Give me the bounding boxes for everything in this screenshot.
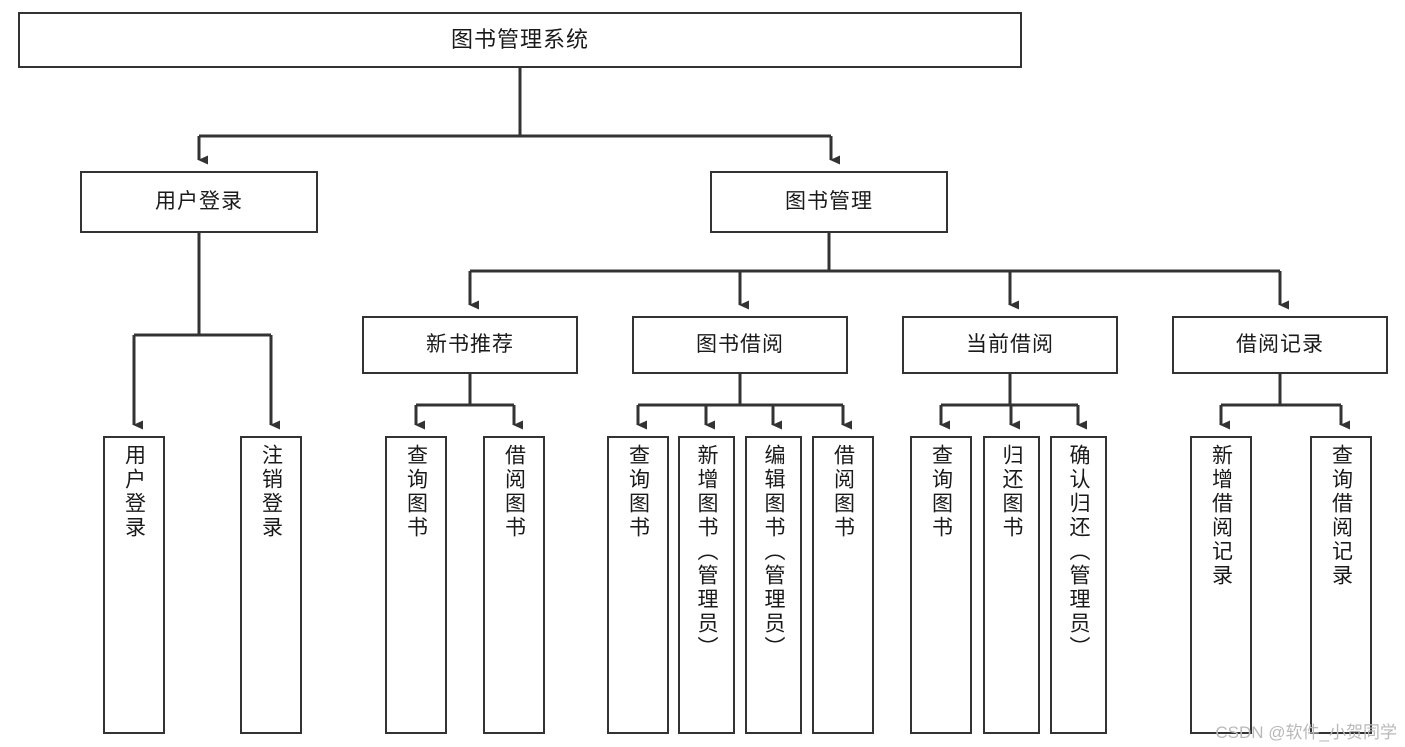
leaf-borrow-book-new-label: 借阅图书 [502,444,526,540]
leaf-add-book-admin[interactable]: 新增图书（管理员） [678,436,735,734]
watermark: CSDN @软件_小贺同学 [1215,723,1397,742]
leaf-query-book-new-label: 查询图书 [404,444,428,540]
leaf-add-borrow-record[interactable]: 新增借阅记录 [1190,436,1252,734]
leaf-query-book-current-label: 查询图书 [929,444,953,540]
leaf-query-book-new[interactable]: 查询图书 [385,436,447,734]
leaf-logout[interactable]: 注销登录 [240,436,302,734]
leaf-edit-book-admin[interactable]: 编辑图书（管理员） [745,436,802,734]
node-new-book-recommend[interactable]: 新书推荐 [362,316,578,374]
leaf-user-login[interactable]: 用户登录 [103,436,165,734]
node-new-book-recommend-label: 新书推荐 [426,332,514,356]
node-book-borrow-label: 图书借阅 [696,332,784,356]
node-current-borrow[interactable]: 当前借阅 [902,316,1118,374]
leaf-user-login-label: 用户登录 [122,444,146,540]
node-borrow-records[interactable]: 借阅记录 [1172,316,1388,374]
leaf-borrow-book-new[interactable]: 借阅图书 [483,436,545,734]
leaf-logout-label: 注销登录 [259,444,283,540]
node-borrow-records-label: 借阅记录 [1236,332,1324,356]
leaf-confirm-return-admin-label: 确认归还（管理员） [1067,444,1090,660]
leaf-query-book-borrow-label: 查询图书 [626,444,650,540]
node-book-borrow[interactable]: 图书借阅 [632,316,848,374]
node-root[interactable]: 图书管理系统 [18,12,1022,68]
node-root-label: 图书管理系统 [450,27,589,53]
node-book-management[interactable]: 图书管理 [710,171,948,233]
node-user-login[interactable]: 用户登录 [80,171,318,233]
leaf-query-book-borrow[interactable]: 查询图书 [607,436,669,734]
leaf-query-borrow-record-label: 查询借阅记录 [1329,444,1353,588]
node-user-login-label: 用户登录 [155,189,243,213]
leaf-return-book[interactable]: 归还图书 [983,436,1040,734]
leaf-borrow-book[interactable]: 借阅图书 [812,436,874,734]
leaf-add-book-admin-label: 新增图书（管理员） [695,444,718,660]
node-book-management-label: 图书管理 [785,189,873,213]
leaf-query-book-current[interactable]: 查询图书 [910,436,972,734]
leaf-query-borrow-record[interactable]: 查询借阅记录 [1310,436,1372,734]
node-current-borrow-label: 当前借阅 [966,332,1054,356]
leaf-borrow-book-label: 借阅图书 [831,444,855,540]
leaf-return-book-label: 归还图书 [1000,444,1023,540]
leaf-confirm-return-admin[interactable]: 确认归还（管理员） [1050,436,1107,734]
leaf-add-borrow-record-label: 新增借阅记录 [1209,444,1233,588]
leaf-edit-book-admin-label: 编辑图书（管理员） [762,444,785,660]
